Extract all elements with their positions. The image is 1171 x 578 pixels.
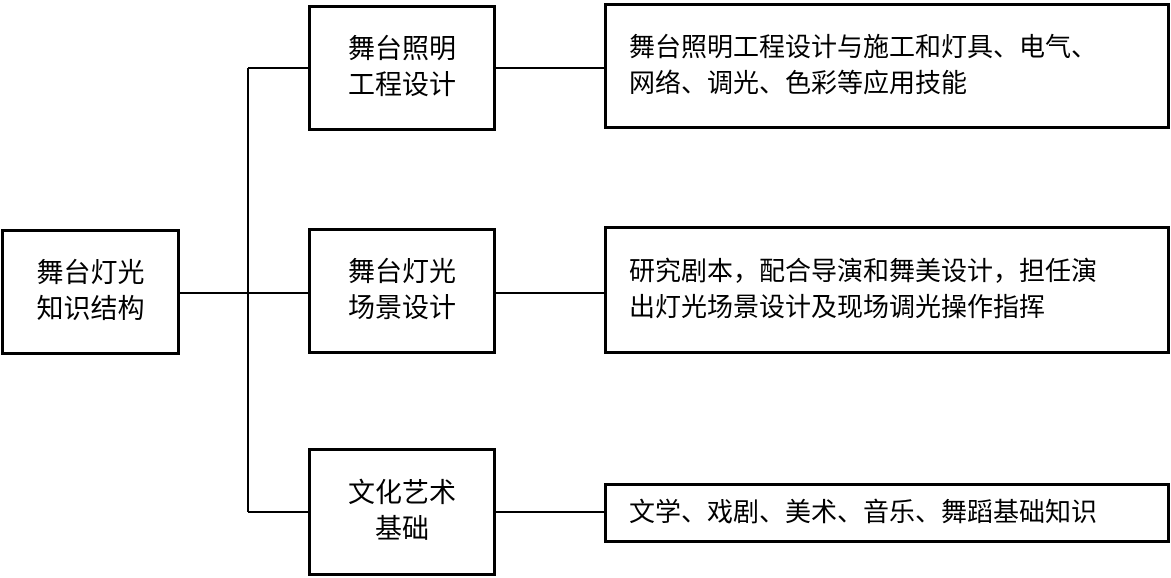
detail-node-text: 研究剧本，配合导演和舞美设计，担任演 出灯光场景设计及现场调光操作指挥 <box>629 257 1098 323</box>
branch-node-stage-lighting-engineering: 舞台照明 工程设计 <box>308 5 496 131</box>
branch-node-label: 文化艺术 基础 <box>348 478 456 545</box>
branch-node-culture-arts-foundation: 文化艺术 基础 <box>308 448 496 576</box>
root-node: 舞台灯光 知识结构 <box>1 229 180 355</box>
branch-node-label: 舞台照明 工程设计 <box>348 34 456 101</box>
detail-node-scene-design-duties: 研究剧本，配合导演和舞美设计，担任演 出灯光场景设计及现场调光操作指挥 <box>604 226 1170 354</box>
detail-node-text: 舞台照明工程设计与施工和灯具、电气、 网络、调光、色彩等应用技能 <box>629 33 1098 99</box>
detail-node-text: 文学、戏剧、美术、音乐、舞蹈基础知识 <box>629 498 1098 528</box>
root-node-label: 舞台灯光 知识结构 <box>36 258 145 325</box>
branch-node-lighting-scene-design: 舞台灯光 场景设计 <box>308 228 496 354</box>
branch-node-label: 舞台灯光 场景设计 <box>348 257 456 324</box>
detail-node-culture-knowledge: 文学、戏剧、美术、音乐、舞蹈基础知识 <box>604 483 1170 543</box>
detail-node-engineering-skills: 舞台照明工程设计与施工和灯具、电气、 网络、调光、色彩等应用技能 <box>604 3 1170 129</box>
